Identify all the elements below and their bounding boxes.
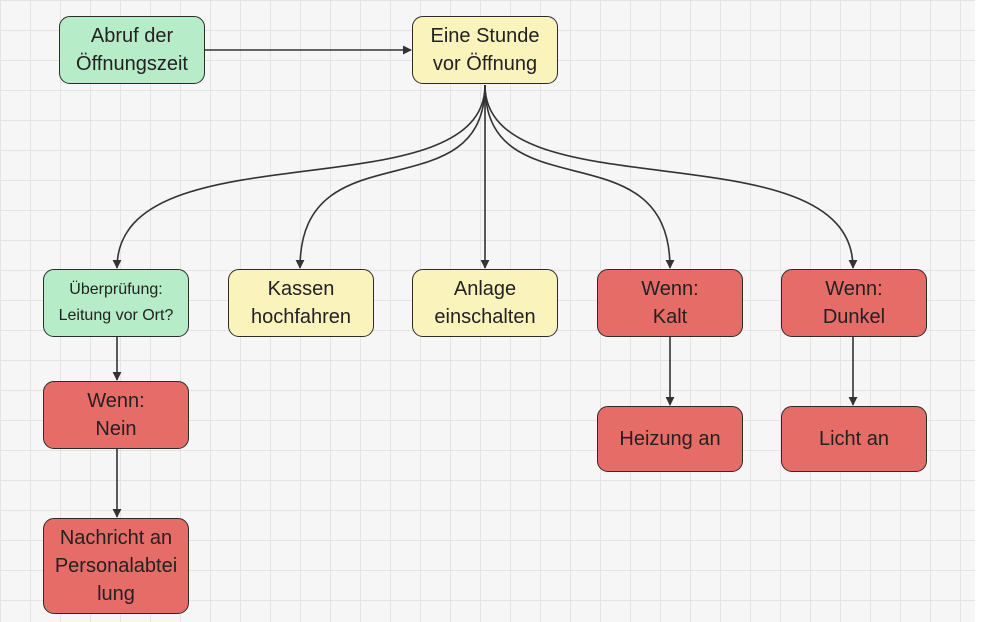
node-heizung-an[interactable]: Heizung an bbox=[597, 406, 743, 472]
node-anlage-einschalten[interactable]: Anlage einschalten bbox=[412, 269, 558, 337]
node-licht-an[interactable]: Licht an bbox=[781, 406, 927, 472]
node-eine-stunde-vor-oeffnung[interactable]: Eine Stunde vor Öffnung bbox=[412, 16, 558, 84]
node-wenn-kalt[interactable]: Wenn: Kalt bbox=[597, 269, 743, 337]
node-kassen-hochfahren[interactable]: Kassen hochfahren bbox=[228, 269, 374, 337]
node-wenn-nein[interactable]: Wenn: Nein bbox=[43, 381, 189, 449]
node-ueberpruefung-leitung[interactable]: Überprüfung: Leitung vor Ort? bbox=[43, 269, 189, 337]
node-abruf-oeffnungszeit[interactable]: Abruf der Öffnungszeit bbox=[59, 16, 205, 84]
edge-stunde-kalt bbox=[484, 84, 675, 269]
edge-stunde-kassen bbox=[295, 84, 486, 269]
edge-stunde-dunkel bbox=[484, 84, 858, 269]
node-wenn-dunkel[interactable]: Wenn: Dunkel bbox=[781, 269, 927, 337]
edge-stunde-pruefung bbox=[112, 84, 486, 269]
node-nachricht-personalabteilung[interactable]: Nachricht an Personalabtei lung bbox=[43, 518, 189, 614]
